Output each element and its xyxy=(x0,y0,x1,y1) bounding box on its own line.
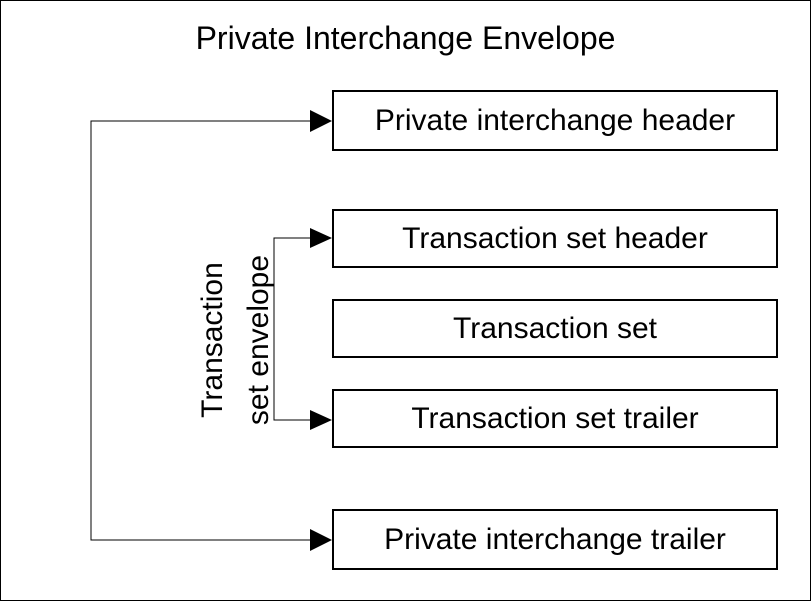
transaction-trailer-arrowhead xyxy=(310,410,332,430)
transaction-set-box: Transaction set xyxy=(332,299,778,358)
private-interchange-trailer-box: Private interchange trailer xyxy=(332,509,778,570)
interchange-trailer-arrowhead xyxy=(310,529,332,551)
transaction-set-header-box: Transaction set header xyxy=(332,209,778,268)
private-interchange-header-box: Private interchange header xyxy=(332,90,778,151)
transaction-set-trailer-box: Transaction set trailer xyxy=(332,389,778,448)
interchange-bracket-line xyxy=(90,120,310,541)
side-label-line-1: Transaction xyxy=(196,262,229,418)
side-label-line-2: set envelope xyxy=(242,254,275,426)
diagram-title: Private Interchange Envelope xyxy=(195,20,616,56)
transaction-set-envelope-label: Transaction set envelope xyxy=(190,255,282,425)
transaction-bracket-line xyxy=(273,237,310,421)
interchange-header-arrowhead xyxy=(310,110,332,132)
transaction-header-arrowhead xyxy=(310,228,332,248)
